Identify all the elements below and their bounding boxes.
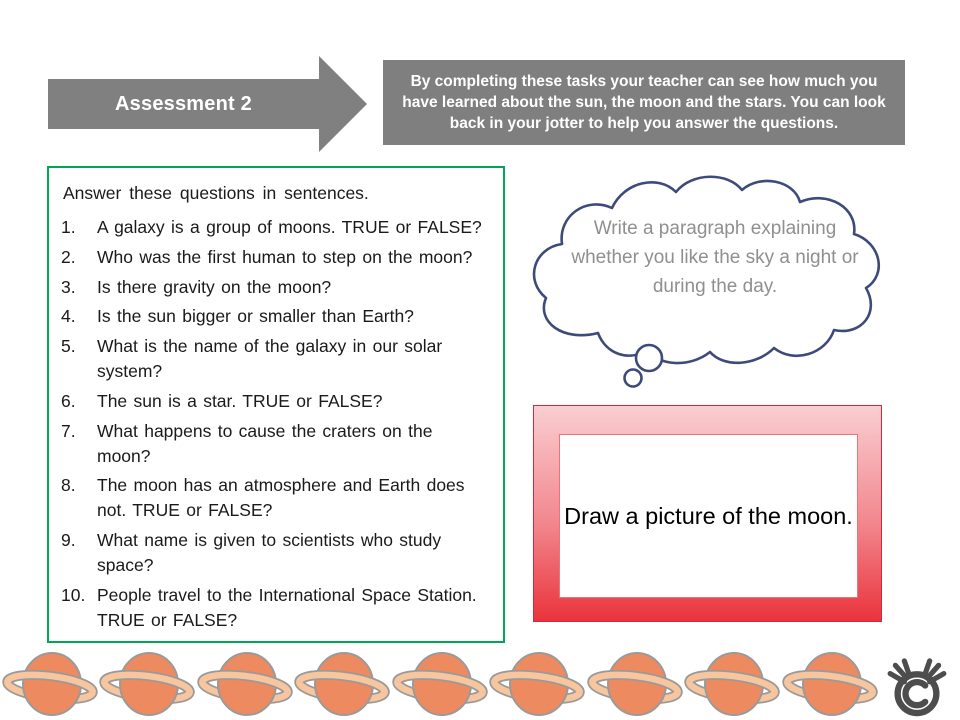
question-number: 8. — [61, 475, 76, 496]
question-number: 2. — [61, 246, 76, 267]
saturn-planet-icon — [294, 649, 390, 719]
saturn-planet-icon — [684, 649, 780, 719]
saturn-planet-icon — [587, 649, 683, 719]
planet-border — [0, 647, 960, 720]
question-item: 2. Who was the first human to step on th… — [61, 245, 491, 270]
saturn-planet-icon — [99, 649, 195, 719]
question-number: 3. — [61, 276, 76, 297]
question-text: What name is given to scientists who stu… — [97, 530, 442, 575]
saturn-planet-icon — [489, 649, 585, 719]
instruction-text: By completing these tasks your teacher c… — [402, 72, 886, 133]
question-number: 6. — [61, 390, 76, 411]
saturn-planet-icon — [2, 649, 98, 719]
question-text: Is the sun bigger or smaller than Earth? — [97, 306, 414, 327]
question-item: 1. A galaxy is a group of moons. TRUE or… — [61, 215, 491, 240]
thought-bubble-cloud-icon — [532, 175, 881, 388]
question-number: 5. — [61, 336, 76, 357]
question-number: 7. — [61, 420, 76, 441]
assessment-arrow-label: Assessment 2 — [115, 92, 252, 115]
question-item: 9. What name is given to scientists who … — [61, 528, 491, 578]
question-item: 7. What happens to cause the craters on … — [61, 419, 491, 469]
question-item: 8. The moon has an atmosphere and Earth … — [61, 473, 491, 523]
question-text: The moon has an atmosphere and Earth doe… — [97, 475, 465, 521]
draw-box-text: Draw a picture of the moon. — [564, 502, 853, 529]
question-number: 9. — [61, 530, 76, 551]
question-number: 4. — [61, 306, 76, 327]
saturn-planet-icon — [392, 649, 488, 719]
question-text: Who was the first human to step on the m… — [97, 246, 473, 267]
thought-bubble: Write a paragraph explaining whether you… — [528, 170, 908, 397]
thought-bubble-text: Write a paragraph explaining whether you… — [571, 218, 859, 297]
questions-intro: Answer these questions in sentences. — [63, 183, 369, 203]
question-text: A galaxy is a group of moons. TRUE or FA… — [97, 216, 482, 237]
arrow-head-shape — [319, 56, 367, 152]
question-item: 4. Is the sun bigger or smaller than Ear… — [61, 304, 491, 329]
draw-box-frame: Draw a picture of the moon. — [533, 405, 882, 622]
assessment-arrow: Assessment 2 — [48, 79, 319, 129]
question-text: The sun is a star. TRUE or FALSE? — [97, 390, 383, 411]
question-item: 3. Is there gravity on the moon? — [61, 275, 491, 300]
saturn-planet-icon — [197, 649, 293, 719]
question-text: People travel to the International Space… — [97, 584, 477, 630]
draw-box-inner: Draw a picture of the moon. — [559, 434, 858, 598]
moose-copyright-logo-icon — [887, 657, 947, 716]
question-text: What is the name of the galaxy in our so… — [97, 336, 443, 382]
question-item: 6. The sun is a star. TRUE or FALSE? — [61, 389, 491, 414]
question-text: What happens to cause the craters on the… — [97, 420, 433, 466]
question-number: 10. — [61, 584, 86, 605]
instruction-box: By completing these tasks your teacher c… — [383, 60, 905, 145]
questions-box: Answer these questions in sentences. 1. … — [47, 166, 505, 643]
question-text: Is there gravity on the moon? — [97, 276, 332, 297]
question-item: 10. People travel to the International S… — [61, 583, 491, 633]
question-number: 1. — [61, 216, 76, 237]
question-item: 5. What is the name of the galaxy in our… — [61, 334, 491, 384]
saturn-planet-icon — [782, 649, 878, 719]
